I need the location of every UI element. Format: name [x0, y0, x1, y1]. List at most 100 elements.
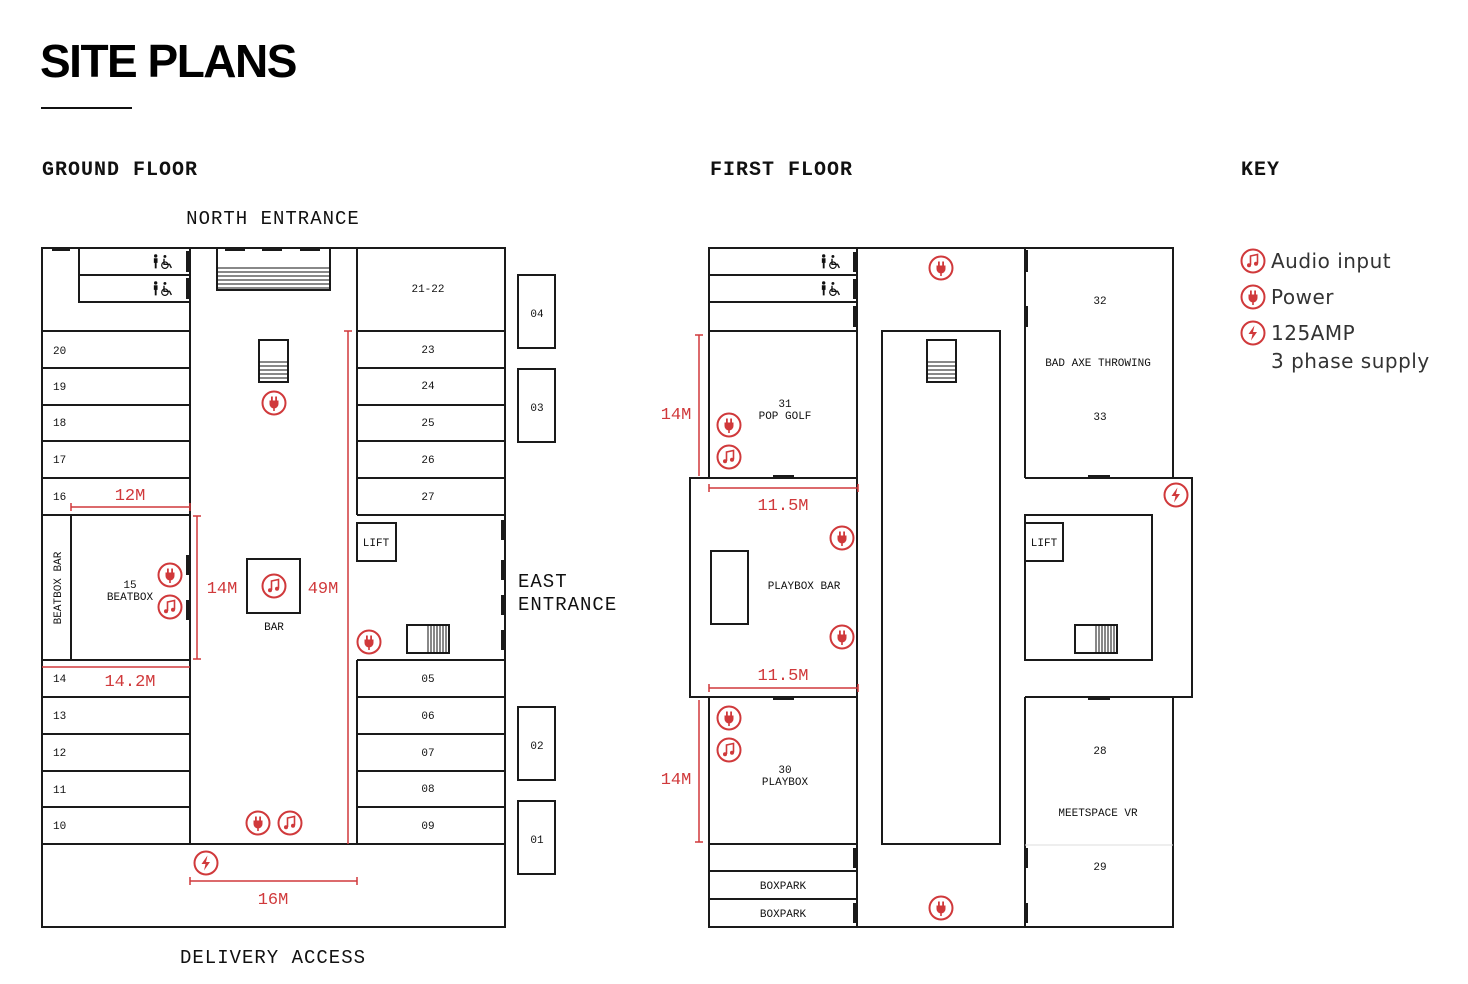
pop-golf-label: POP GOLF: [759, 411, 812, 423]
unit-09: 09: [421, 821, 434, 833]
unit-32: 32: [1093, 296, 1106, 308]
ground-floor-heading: GROUND FLOOR: [42, 159, 198, 182]
audio-icon: [261, 573, 287, 599]
audio-icon: [716, 737, 742, 763]
kiosk-04: [517, 274, 556, 349]
kiosk-02: [517, 706, 556, 781]
power-icon: [716, 412, 742, 438]
unit-13: 13: [53, 711, 66, 723]
east-entrance-label-2: ENTRANCE: [518, 594, 617, 616]
playbox-bar-label: PLAYBOX BAR: [768, 581, 841, 593]
unit-27: 27: [421, 492, 434, 504]
unit-06: 06: [421, 711, 434, 723]
toilet-icon: [153, 254, 173, 269]
stairs-icon: [1074, 624, 1118, 654]
power-icon: [245, 810, 271, 836]
power-icon: [829, 624, 855, 650]
dimension-49m: [344, 330, 352, 844]
first-floor-heading: FIRST FLOOR: [710, 159, 853, 182]
kiosk-01: [517, 800, 556, 875]
dimension-12m: [70, 503, 191, 511]
boxpark-2: BOXPARK: [760, 909, 807, 921]
unit-11: 11: [53, 785, 67, 797]
dimension-top-11-5m-label: 11.5M: [757, 497, 808, 516]
unit-12: 12: [53, 748, 66, 760]
bar-label: BAR: [264, 622, 284, 634]
power-icon: [716, 705, 742, 731]
key-audio-label: Audio input: [1271, 249, 1391, 273]
unit-24: 24: [421, 381, 435, 393]
power-icon: [157, 562, 183, 588]
dimension-14m-label: 14M: [207, 580, 238, 599]
power-icon: [356, 629, 382, 655]
main-stairs-icon: [216, 247, 331, 291]
beatbox-bar-label: BEATBOX BAR: [53, 551, 65, 624]
unit-10: 10: [53, 821, 66, 833]
unit-08: 08: [421, 784, 434, 796]
dimension-bottom-11-5m: [708, 684, 859, 692]
unit-05: 05: [421, 674, 434, 686]
unit-33: 33: [1093, 412, 1106, 424]
lift-label: LIFT: [1031, 538, 1058, 550]
power-icon: [1240, 284, 1266, 310]
ground-floor-plan: NORTH ENTRANCE EAST ENTRANCE DELIVERY AC…: [41, 208, 617, 969]
dimension-49m-label: 49M: [308, 580, 339, 599]
unit-30: 30: [778, 765, 791, 777]
toilet-1: [78, 247, 191, 276]
key-125amp-label: 125AMP: [1271, 321, 1355, 345]
stairs-icon: [406, 624, 450, 654]
dimension-bottom-11-5m-label: 11.5M: [757, 667, 808, 686]
bad-axe-throwing-label: BAD AXE THROWING: [1045, 358, 1151, 370]
toilet-icon: [821, 281, 841, 296]
dimension-top-11-5m: [708, 484, 859, 492]
toilet-icon: [821, 254, 841, 269]
key-legend: Audio input Power 125AMP 3 phase supply: [1240, 248, 1430, 373]
boxpark-1: BOXPARK: [760, 881, 807, 893]
unit-16: 16: [53, 492, 66, 504]
bolt-icon: [193, 850, 219, 876]
escalator-icon: [926, 339, 957, 383]
beatbox-name: BEATBOX: [107, 592, 154, 604]
unit-17: 17: [53, 455, 66, 467]
bar-counter: [246, 558, 301, 614]
power-icon: [261, 390, 287, 416]
unit-19: 19: [53, 382, 66, 394]
unit-25: 25: [421, 418, 434, 430]
unit-23: 23: [421, 345, 434, 357]
toilet-2: [78, 274, 191, 303]
lift: [1024, 522, 1064, 562]
lift-lobby: [1024, 514, 1153, 661]
dimension-top-14m-label: 14M: [661, 406, 692, 425]
unit-26: 26: [421, 455, 434, 467]
unit-21-22: 21-22: [411, 284, 444, 296]
dimension-bottom-14m-label: 14M: [661, 771, 692, 790]
unit-14: 14: [53, 674, 67, 686]
playbox-bar-counter: [710, 550, 749, 625]
dimension-14-2m-label: 14.2M: [104, 673, 155, 692]
audio-icon: [1240, 248, 1266, 274]
kiosk-02-label: 02: [530, 741, 543, 753]
power-icon: [928, 255, 954, 281]
audio-icon: [157, 594, 183, 620]
atrium-void: [881, 330, 1001, 845]
unit-07: 07: [421, 748, 434, 760]
kiosk-04-label: 04: [530, 309, 544, 321]
unit-20: 20: [53, 346, 66, 358]
dimension-16m: [189, 877, 358, 885]
meetspace-vr-label: MEETSPACE VR: [1058, 808, 1138, 820]
first-floor-outline: [689, 247, 1193, 928]
bolt-icon: [1163, 482, 1189, 508]
bolt-icon: [1240, 320, 1266, 346]
unit-29: 29: [1093, 862, 1106, 874]
dimension-16m-label: 16M: [258, 891, 289, 910]
dimension-12m-label: 12M: [115, 487, 146, 506]
audio-icon: [716, 444, 742, 470]
page-title: SITE PLANS: [40, 35, 296, 87]
key-power-label: Power: [1271, 285, 1334, 309]
toilet-icon: [153, 281, 173, 296]
lift: [356, 522, 397, 562]
audio-icon: [277, 810, 303, 836]
dimension-14m: [193, 515, 201, 660]
lift-label: LIFT: [363, 538, 390, 550]
key-3-phase-label: 3 phase supply: [1271, 349, 1430, 373]
